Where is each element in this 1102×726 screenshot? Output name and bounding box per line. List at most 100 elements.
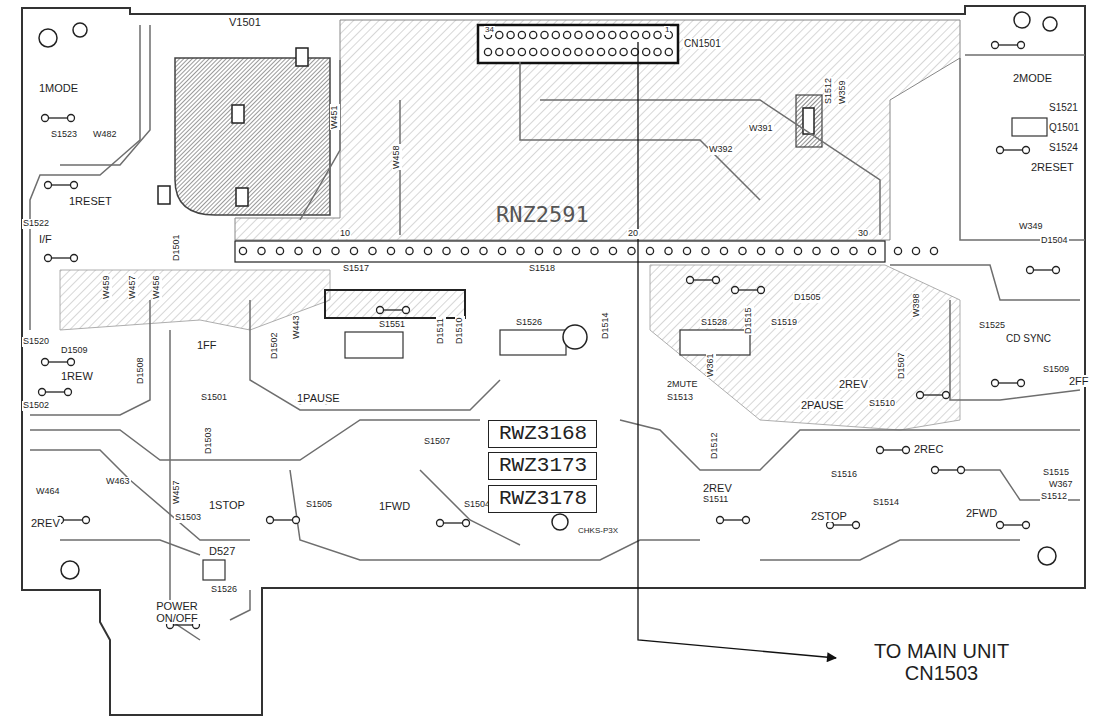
pin-pad <box>631 31 638 38</box>
pin-pad <box>572 247 579 254</box>
pad <box>158 186 170 204</box>
board-label: D1507 <box>897 351 907 380</box>
switch-symbol <box>39 389 72 396</box>
mounting-hole <box>552 514 568 530</box>
board-label: S1501 <box>200 393 228 403</box>
pin-pad <box>930 247 937 254</box>
board-label: S1520 <box>22 337 50 347</box>
pin-pad <box>496 31 503 38</box>
board-label: TO MAIN UNIT CN1503 <box>848 640 1035 684</box>
copper-plane <box>650 265 960 430</box>
switch-footprint <box>1012 118 1047 136</box>
pin-pad <box>554 247 561 254</box>
board-label: 1MODE <box>38 82 79 94</box>
board-label: S1517 <box>342 264 370 274</box>
pin-pad <box>831 247 838 254</box>
pin-pad <box>498 247 505 254</box>
pin-pad <box>575 31 582 38</box>
board-label: S1518 <box>528 264 556 274</box>
pin-pad <box>597 31 604 38</box>
board-label: W457 <box>128 274 138 300</box>
board-label: 1 <box>664 26 670 35</box>
pin-pad <box>332 247 339 254</box>
switch-symbol <box>1027 267 1060 274</box>
board-label: S1512 <box>1040 492 1068 502</box>
switch-symbol <box>877 447 910 454</box>
board-label: W457 <box>172 479 182 505</box>
pin-pad <box>850 247 857 254</box>
board-label: V1501 <box>228 16 262 28</box>
pin-pad <box>530 31 537 38</box>
board-label: 1REW <box>60 370 94 382</box>
switch-symbol <box>267 517 300 524</box>
pin-pad <box>654 48 661 55</box>
part-number: RWZ3178 <box>499 487 587 510</box>
board-label: W458 <box>392 144 402 170</box>
part-number: RWZ3168 <box>499 422 587 445</box>
board-label: 2RESET <box>1030 161 1075 173</box>
board-label: CN1501 <box>683 38 722 49</box>
board-label: 1STOP <box>208 499 246 511</box>
pin-pad <box>530 48 537 55</box>
switch-footprint <box>500 330 566 355</box>
board-label: W459 <box>102 274 112 300</box>
board-outline <box>22 6 1085 715</box>
pin-pad <box>350 247 357 254</box>
board-label: I/F <box>38 233 53 245</box>
pin-pad <box>609 31 616 38</box>
board-label: S1524 <box>1048 142 1079 153</box>
pin-pad <box>517 247 524 254</box>
switch-symbol <box>717 517 750 524</box>
pin-pad <box>552 48 559 55</box>
pin-pad <box>313 247 320 254</box>
switch-symbol <box>827 522 860 529</box>
board-label: W464 <box>35 487 61 497</box>
board-label: S1512 <box>824 77 834 105</box>
switch-footprint <box>345 332 403 358</box>
pin-pad <box>665 48 672 55</box>
board-label: S1504 <box>463 500 491 510</box>
leader-arrow <box>638 42 836 658</box>
board-label: S1511 <box>702 495 729 505</box>
board-label: POWER ON/OFF <box>148 600 206 624</box>
board-label: 30 <box>857 229 869 239</box>
board-label: 1PAUSE <box>296 392 341 404</box>
board-label: D1501 <box>172 233 182 262</box>
switch-symbol <box>997 147 1030 154</box>
pin-pad <box>518 48 525 55</box>
pin-pad <box>369 247 376 254</box>
pin-pad <box>894 247 901 254</box>
mounting-hole <box>73 23 87 37</box>
board-label: W391 <box>748 124 774 134</box>
pin-pad <box>646 247 653 254</box>
copper-plane <box>60 270 330 330</box>
board-label: S1521 <box>1048 102 1079 113</box>
board-label: 1FF <box>196 339 218 351</box>
diode-footprint <box>203 560 225 580</box>
pin-pad <box>643 31 650 38</box>
pin-pad <box>702 247 709 254</box>
board-label: S1522 <box>22 219 50 229</box>
pin-pad <box>620 31 627 38</box>
switch-symbol <box>997 522 1030 529</box>
board-label: D1503 <box>204 426 214 455</box>
board-label: D1510 <box>455 316 465 345</box>
switch-symbol <box>917 392 950 399</box>
switch-symbol <box>42 115 75 122</box>
board-label: Q1501 <box>1048 122 1080 133</box>
board-label: S1505 <box>305 500 333 510</box>
pin-pad <box>591 247 598 254</box>
part-number-box: RWZ3168 <box>488 420 597 448</box>
pin-pad <box>480 247 487 254</box>
switch-symbol <box>437 520 470 527</box>
pin-pad <box>586 31 593 38</box>
board-label: S1526 <box>515 318 543 328</box>
pin-pad <box>794 247 801 254</box>
board-label: S1519 <box>770 318 798 328</box>
copper-plane <box>235 20 960 240</box>
board-label: S1515 <box>1042 468 1070 478</box>
board-label: 2PAUSE <box>800 399 845 411</box>
board-label: S1513 <box>666 393 694 403</box>
pin-pad <box>541 31 548 38</box>
